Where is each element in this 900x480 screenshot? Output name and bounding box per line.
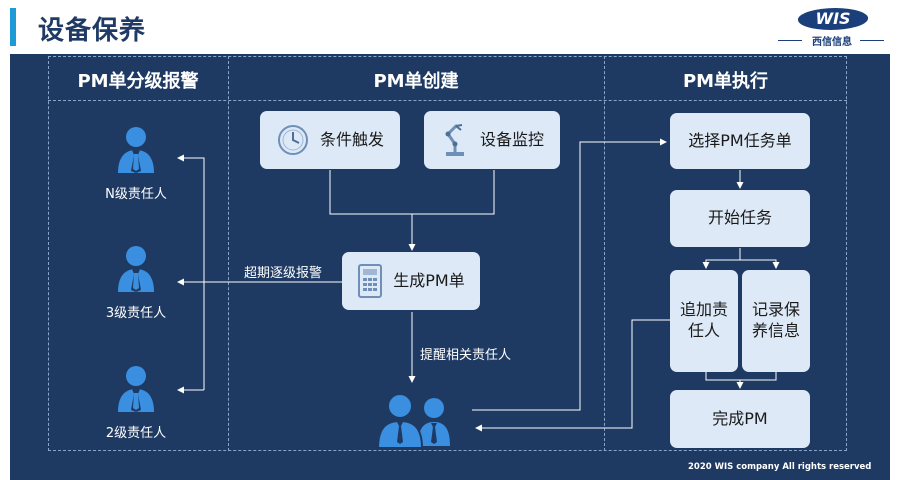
monitor-box: 设备监控	[424, 111, 560, 169]
record-info-label: 记录保养信息	[752, 300, 801, 340]
record-info-box: 记录保养信息	[742, 270, 810, 372]
remind-annotation: 提醒相关责任人	[420, 348, 512, 363]
logo-text: WIS	[815, 9, 851, 28]
merge-exec-line	[705, 372, 777, 381]
robot-arm-icon	[440, 122, 470, 158]
diagram-frame	[48, 56, 847, 451]
title-accent-bar	[10, 8, 16, 46]
monitor-label: 设备监控	[479, 129, 544, 149]
merge-line	[329, 170, 495, 215]
logo-line-left	[778, 40, 802, 41]
trigger-box: 条件触发	[260, 111, 400, 169]
escalate-annotation: 超期逐级报警	[244, 266, 323, 281]
person-icon-3	[116, 244, 156, 292]
column-header-create: PM单创建	[373, 71, 459, 92]
clock-icon	[276, 123, 310, 157]
copyright-footer: 2020 WIS company All rights reserved	[688, 462, 872, 472]
select-task-label: 选择PM任务单	[688, 130, 792, 150]
page-title: 设备保养	[38, 16, 147, 46]
arrow-escalate-n	[177, 154, 205, 390]
generate-pm-box: 生成PM单	[342, 252, 480, 310]
add-person-label: 追加责任人	[680, 300, 729, 340]
start-task-label: 开始任务	[707, 208, 772, 228]
select-task-box: 选择PM任务单	[670, 113, 810, 169]
add-person-box: 追加责任人	[670, 270, 738, 372]
complete-pm-box: 完成PM	[670, 390, 810, 448]
person-label-2: 2级责任人	[105, 426, 167, 441]
column-header-execute: PM单执行	[682, 71, 769, 92]
logo-subtext: 西信信息	[812, 37, 852, 48]
arrow-to-record	[740, 259, 780, 269]
person-icon-2	[116, 364, 156, 412]
generate-pm-label: 生成PM单	[393, 270, 465, 290]
calculator-icon	[357, 264, 383, 298]
person-label-n: N级责任人	[105, 187, 167, 202]
group-people-icon	[376, 392, 456, 449]
trigger-label: 条件触发	[319, 129, 384, 149]
start-task-box: 开始任务	[670, 190, 810, 247]
column-header-alarm: PM单分级报警	[77, 71, 199, 92]
logo-line-right	[860, 40, 884, 41]
complete-pm-label: 完成PM	[712, 408, 768, 428]
company-logo: WIS 西信信息	[772, 6, 888, 50]
person-icon-n	[116, 125, 156, 173]
person-label-3: 3级责任人	[105, 306, 167, 321]
arrow-to-add	[702, 248, 741, 269]
header-divider	[48, 100, 847, 101]
column-divider-right	[604, 56, 605, 451]
column-divider-left	[228, 56, 229, 451]
arrow-add-person-back	[475, 319, 670, 432]
arrow-to-select	[472, 138, 667, 411]
